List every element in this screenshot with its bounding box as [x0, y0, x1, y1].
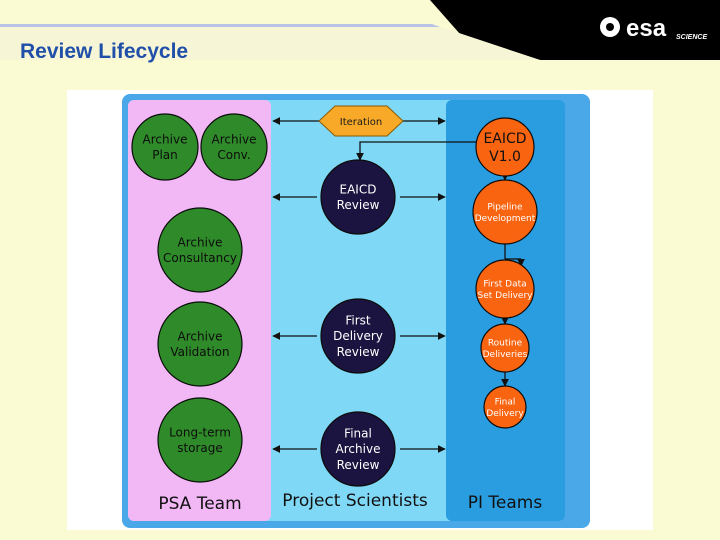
final-delivery-label-line: Delivery — [486, 409, 524, 419]
psa-nodes: ArchivePlanArchiveConv.ArchiveConsultanc… — [131, 113, 268, 483]
archive-consultancy-label-line: Archive — [178, 235, 223, 249]
arrow-eaicd-v1-to-review — [356, 141, 477, 161]
archive-plan-label-line: Plan — [152, 148, 178, 162]
routine-deliveries-circle — [480, 323, 530, 373]
routine-deliveries-label-line: Deliveries — [483, 350, 528, 360]
eaicd-v1-node: EAICD V1.0 — [475, 117, 535, 177]
archive-conv-label-line: Conv. — [217, 148, 250, 162]
first-delivery-review-circle — [320, 298, 396, 374]
routine-deliveries-label-line: Routine — [488, 338, 523, 348]
slide-title: Review Lifecycle — [20, 40, 189, 63]
slide-header: Review Lifecycle esa SCIENCE — [0, 0, 720, 70]
eaicd-review-label-line: EAICD — [340, 182, 377, 196]
iteration-label: Iteration — [340, 117, 382, 128]
long-term-storage-circle — [157, 397, 243, 483]
iteration-node: Iteration — [318, 105, 404, 137]
psa-team-label: PSA Team — [158, 494, 241, 514]
final-archive-review-label-line: Final — [344, 427, 372, 441]
connectors — [272, 117, 525, 453]
review-lifecycle-diagram: ArchivePlanArchiveConv.ArchiveConsultanc… — [122, 94, 590, 528]
first-delivery-review-label-line: First — [345, 314, 371, 328]
archive-plan-label-line: Archive — [143, 132, 188, 146]
pipeline-development-label-line: Pipeline — [487, 202, 523, 212]
final-archive-review-label-line: Review — [337, 458, 380, 472]
archive-consultancy-circle — [157, 207, 243, 293]
archive-plan-circle — [131, 113, 199, 181]
eaicd-v1-label-line: V1.0 — [489, 149, 521, 165]
long-term-storage-label-line: Long-term — [169, 425, 231, 439]
first-delivery-review-label-line: Delivery — [333, 329, 383, 343]
archive-conv-circle — [200, 113, 268, 181]
final-archive-review-circle — [320, 411, 396, 487]
eaicd-review-circle — [320, 159, 396, 235]
project-scientists-label: Project Scientists — [282, 491, 428, 511]
review-nodes: EAICDReviewFirstDeliveryReviewFinalArchi… — [320, 159, 396, 487]
header-bar — [0, 0, 720, 70]
first-data-set-delivery-label-line: Set Delivery — [478, 291, 534, 301]
archive-conv-label-line: Archive — [212, 132, 257, 146]
pipeline-development-circle — [472, 179, 538, 245]
final-delivery-label-line: Final — [495, 397, 516, 407]
first-data-set-delivery-label-line: First Data — [483, 279, 526, 289]
eaicd-v1-circle — [475, 117, 535, 177]
final-archive-review-label-line: Archive — [336, 442, 381, 456]
archive-validation-label-line: Archive — [178, 329, 223, 343]
long-term-storage-node: Long-term storage — [157, 397, 243, 483]
archive-consultancy-label-line: Consultancy — [163, 251, 237, 265]
pipeline-development-label-line: Development — [475, 214, 536, 224]
pi-teams-label: PI Teams — [468, 493, 543, 513]
long-term-storage-label-line: storage — [177, 441, 223, 455]
archive-validation-circle — [157, 301, 243, 387]
final-delivery-circle — [483, 385, 527, 429]
esa-logo: esa SCIENCE — [600, 15, 707, 42]
first-data-set-delivery-circle — [475, 259, 535, 319]
esa-logo-text: esa — [626, 15, 667, 42]
eaicd-review-label-line: Review — [337, 198, 380, 212]
eaicd-review-node: EAICD Review — [320, 159, 396, 235]
esa-logo-subtext: SCIENCE — [676, 34, 707, 41]
first-delivery-review-label-line: Review — [337, 345, 380, 359]
eaicd-v1-label-line: EAICD — [483, 131, 526, 147]
archive-validation-label-line: Validation — [170, 345, 229, 359]
